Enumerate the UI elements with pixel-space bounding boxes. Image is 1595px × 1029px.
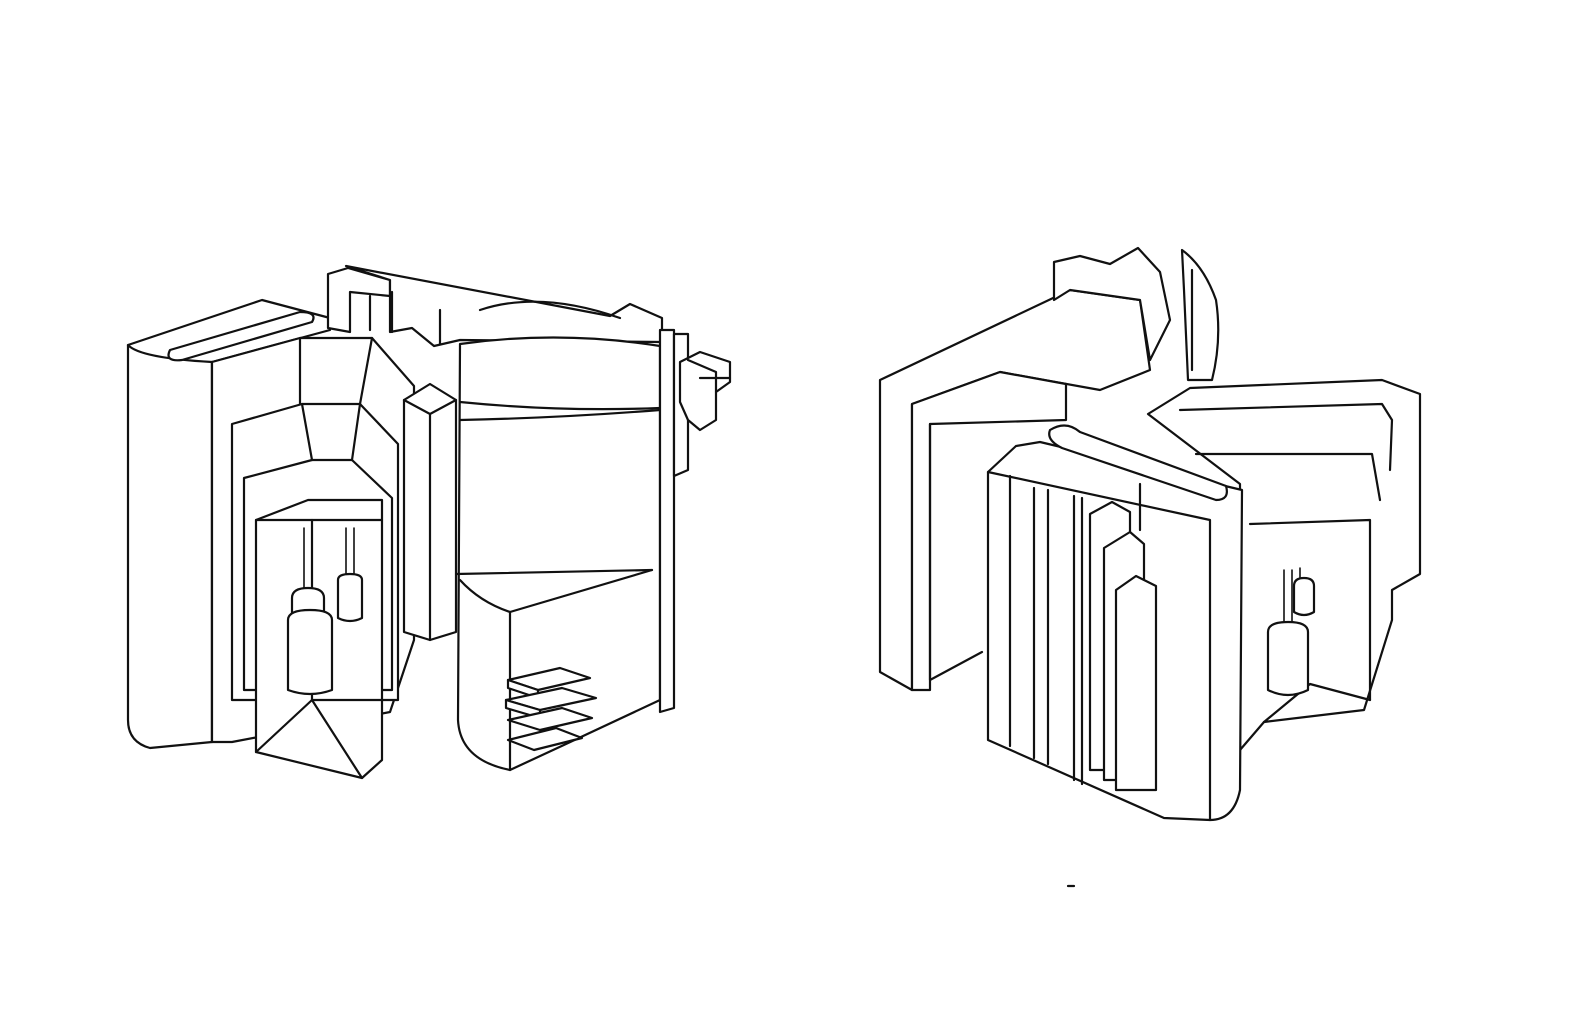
left-rear-frame: [326, 264, 664, 348]
right-front-rounded-block: [986, 424, 1244, 822]
left-isometric-view: [126, 264, 732, 780]
suspended-cylinders: [286, 527, 364, 696]
left-cylinder-vessel: [454, 328, 690, 772]
right-top-crown: [1052, 246, 1220, 382]
right-suspended-cylinders: [1266, 567, 1316, 697]
stacked-plates: [504, 666, 598, 752]
right-isometric-view: [878, 246, 1422, 822]
left-side-fins: [678, 350, 732, 432]
left-stepped-core: [210, 336, 458, 780]
right-side-wing: [1146, 378, 1422, 752]
